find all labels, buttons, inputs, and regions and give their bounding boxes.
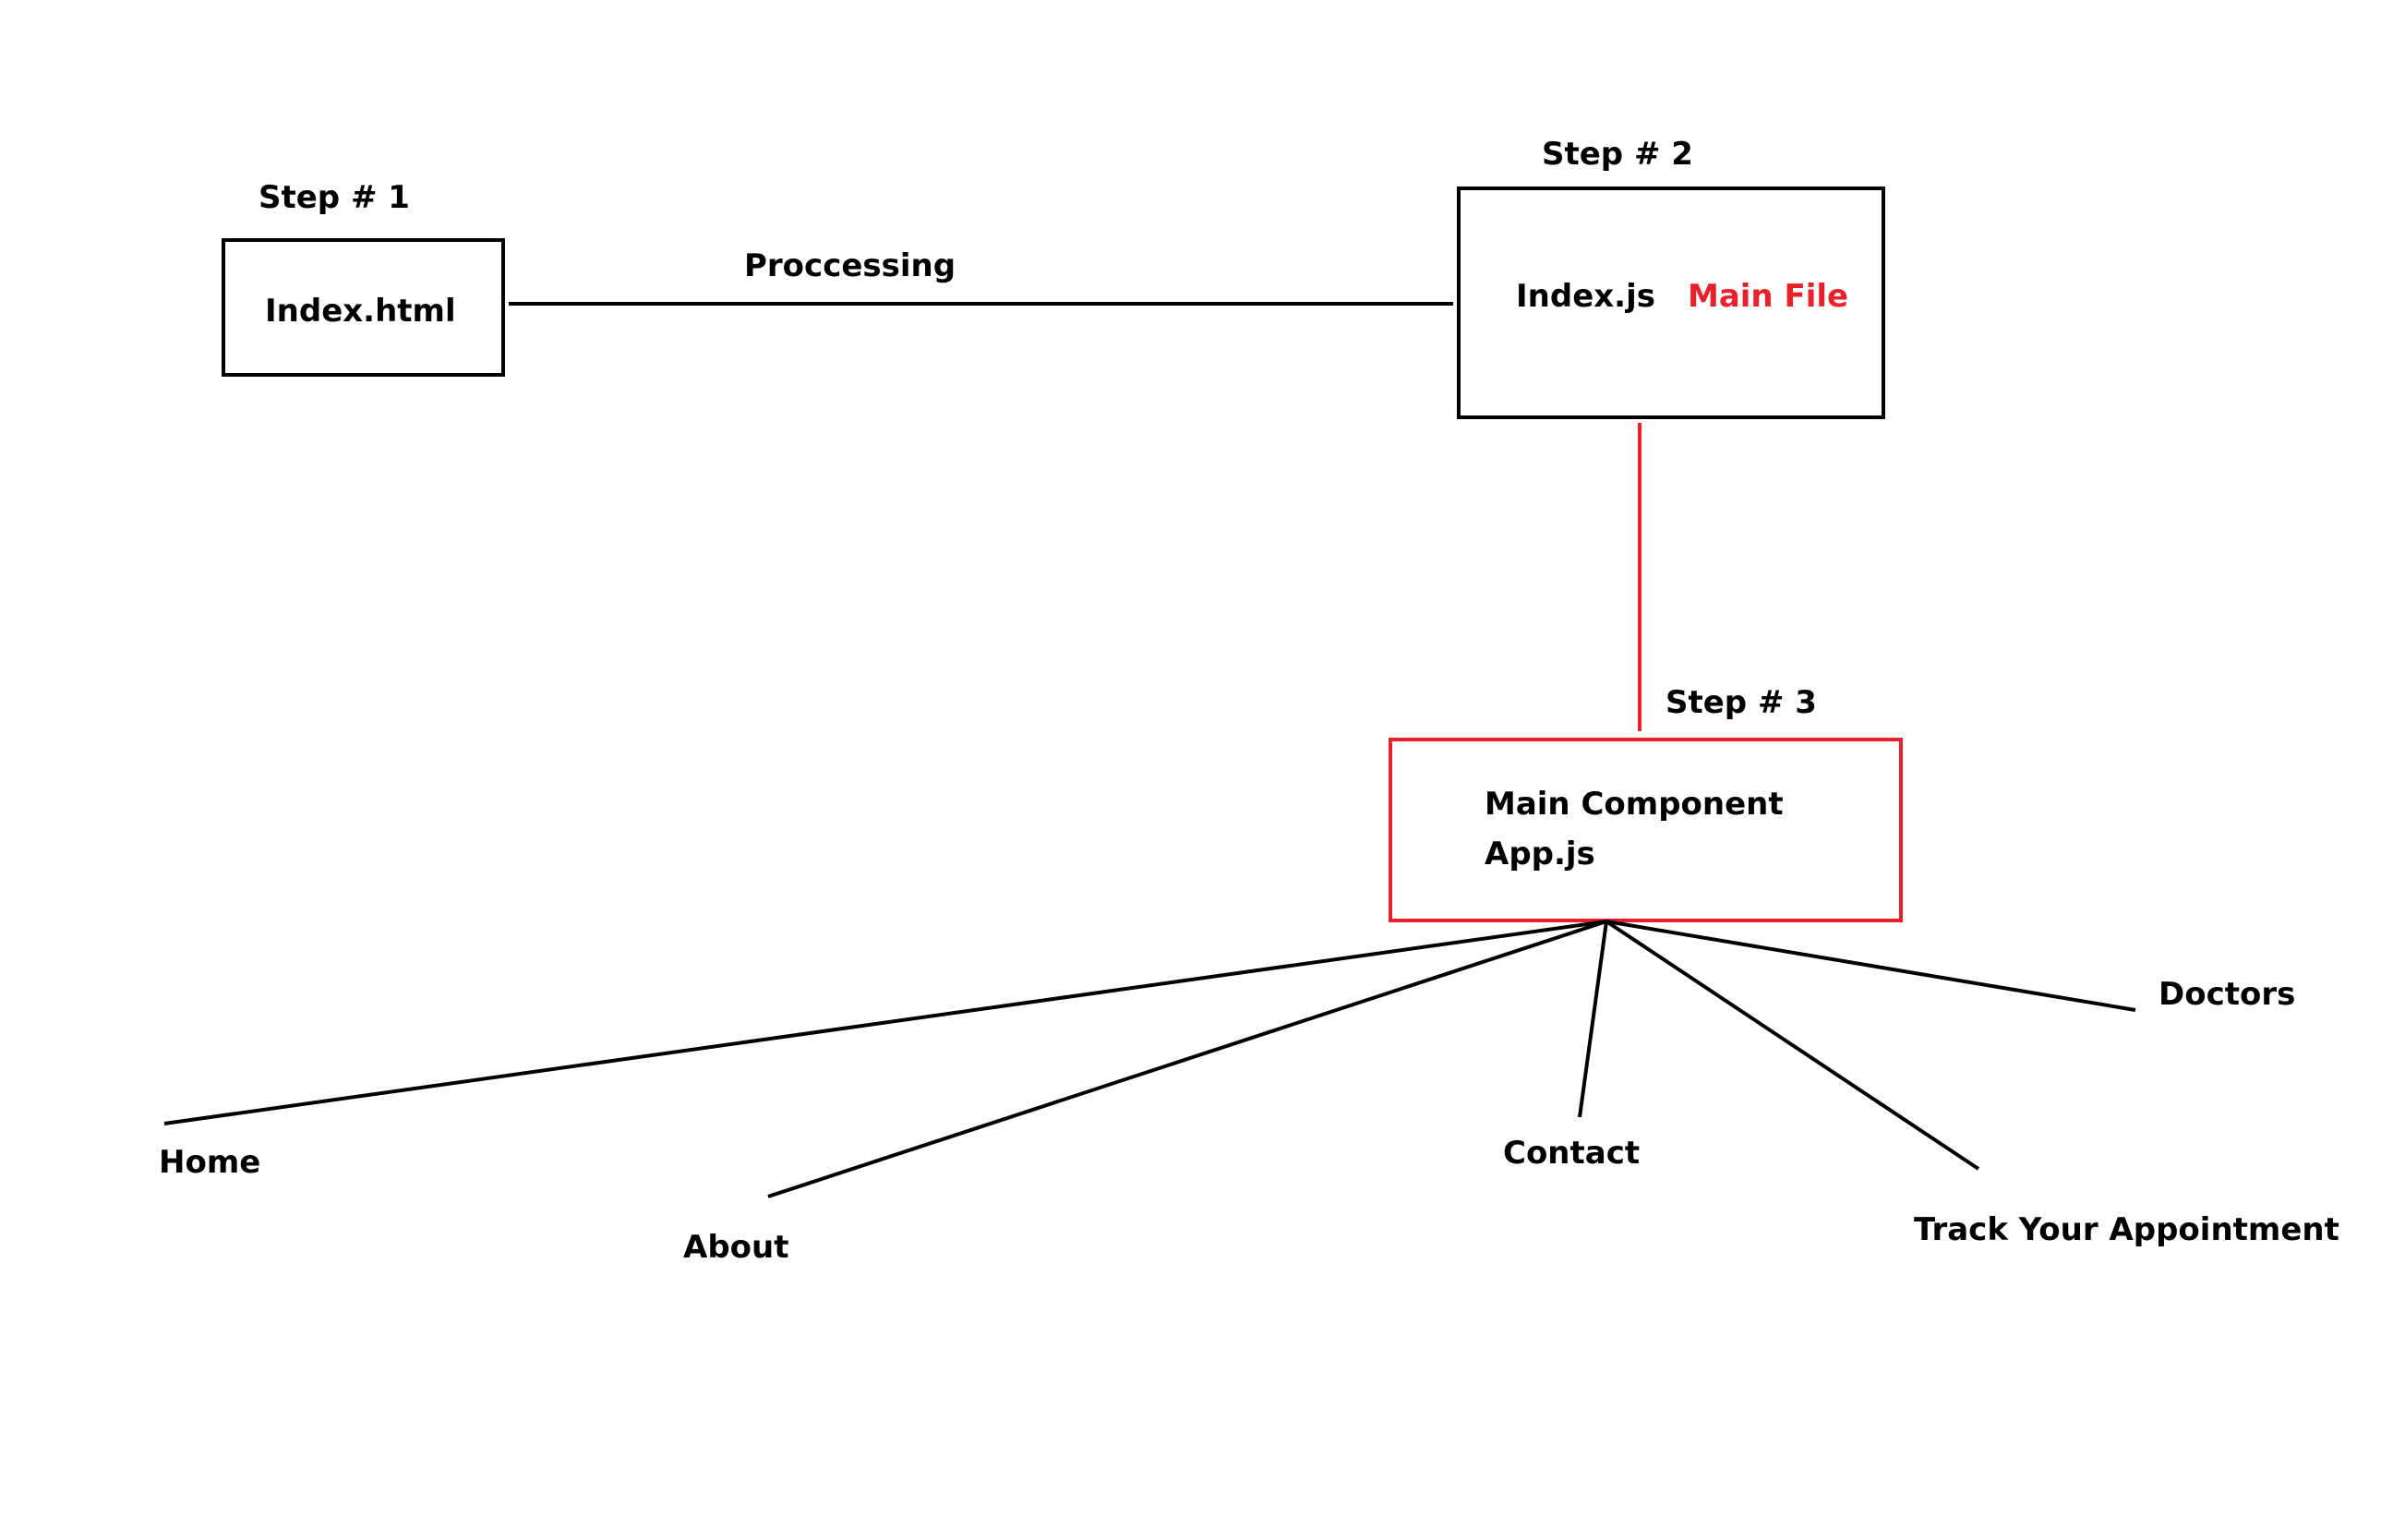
index-html-label: Index.html <box>265 293 456 330</box>
child-edges <box>163 920 2136 1198</box>
index-html-node <box>222 238 505 377</box>
index-js-label: Index.js <box>1516 278 1655 315</box>
step1-label: Step # 1 <box>259 179 410 216</box>
child-track-label: Track Your Appointment <box>1914 1211 2339 1248</box>
index-js-node <box>1457 186 1885 419</box>
child-contact-label: Contact <box>1503 1135 1640 1172</box>
edge-to-track <box>1605 920 1980 1171</box>
edge-to-doctors <box>1605 920 2136 1012</box>
edge-to-home <box>163 920 1607 1125</box>
edge-to-contact <box>1578 920 1608 1118</box>
child-about-label: About <box>683 1229 788 1266</box>
child-home-label: Home <box>159 1144 260 1181</box>
app-js-label: App.js <box>1485 836 1595 872</box>
child-doctors-label: Doctors <box>2159 976 2295 1013</box>
app-js-node <box>1389 738 1903 922</box>
processing-label: Proccessing <box>744 247 956 284</box>
edge-to-about <box>767 920 1607 1198</box>
app-main-component-label: Main Component <box>1485 786 1784 823</box>
main-file-label: Main File <box>1688 278 1848 315</box>
step2-label: Step # 2 <box>1542 136 1693 173</box>
step3-label: Step # 3 <box>1665 684 1817 721</box>
